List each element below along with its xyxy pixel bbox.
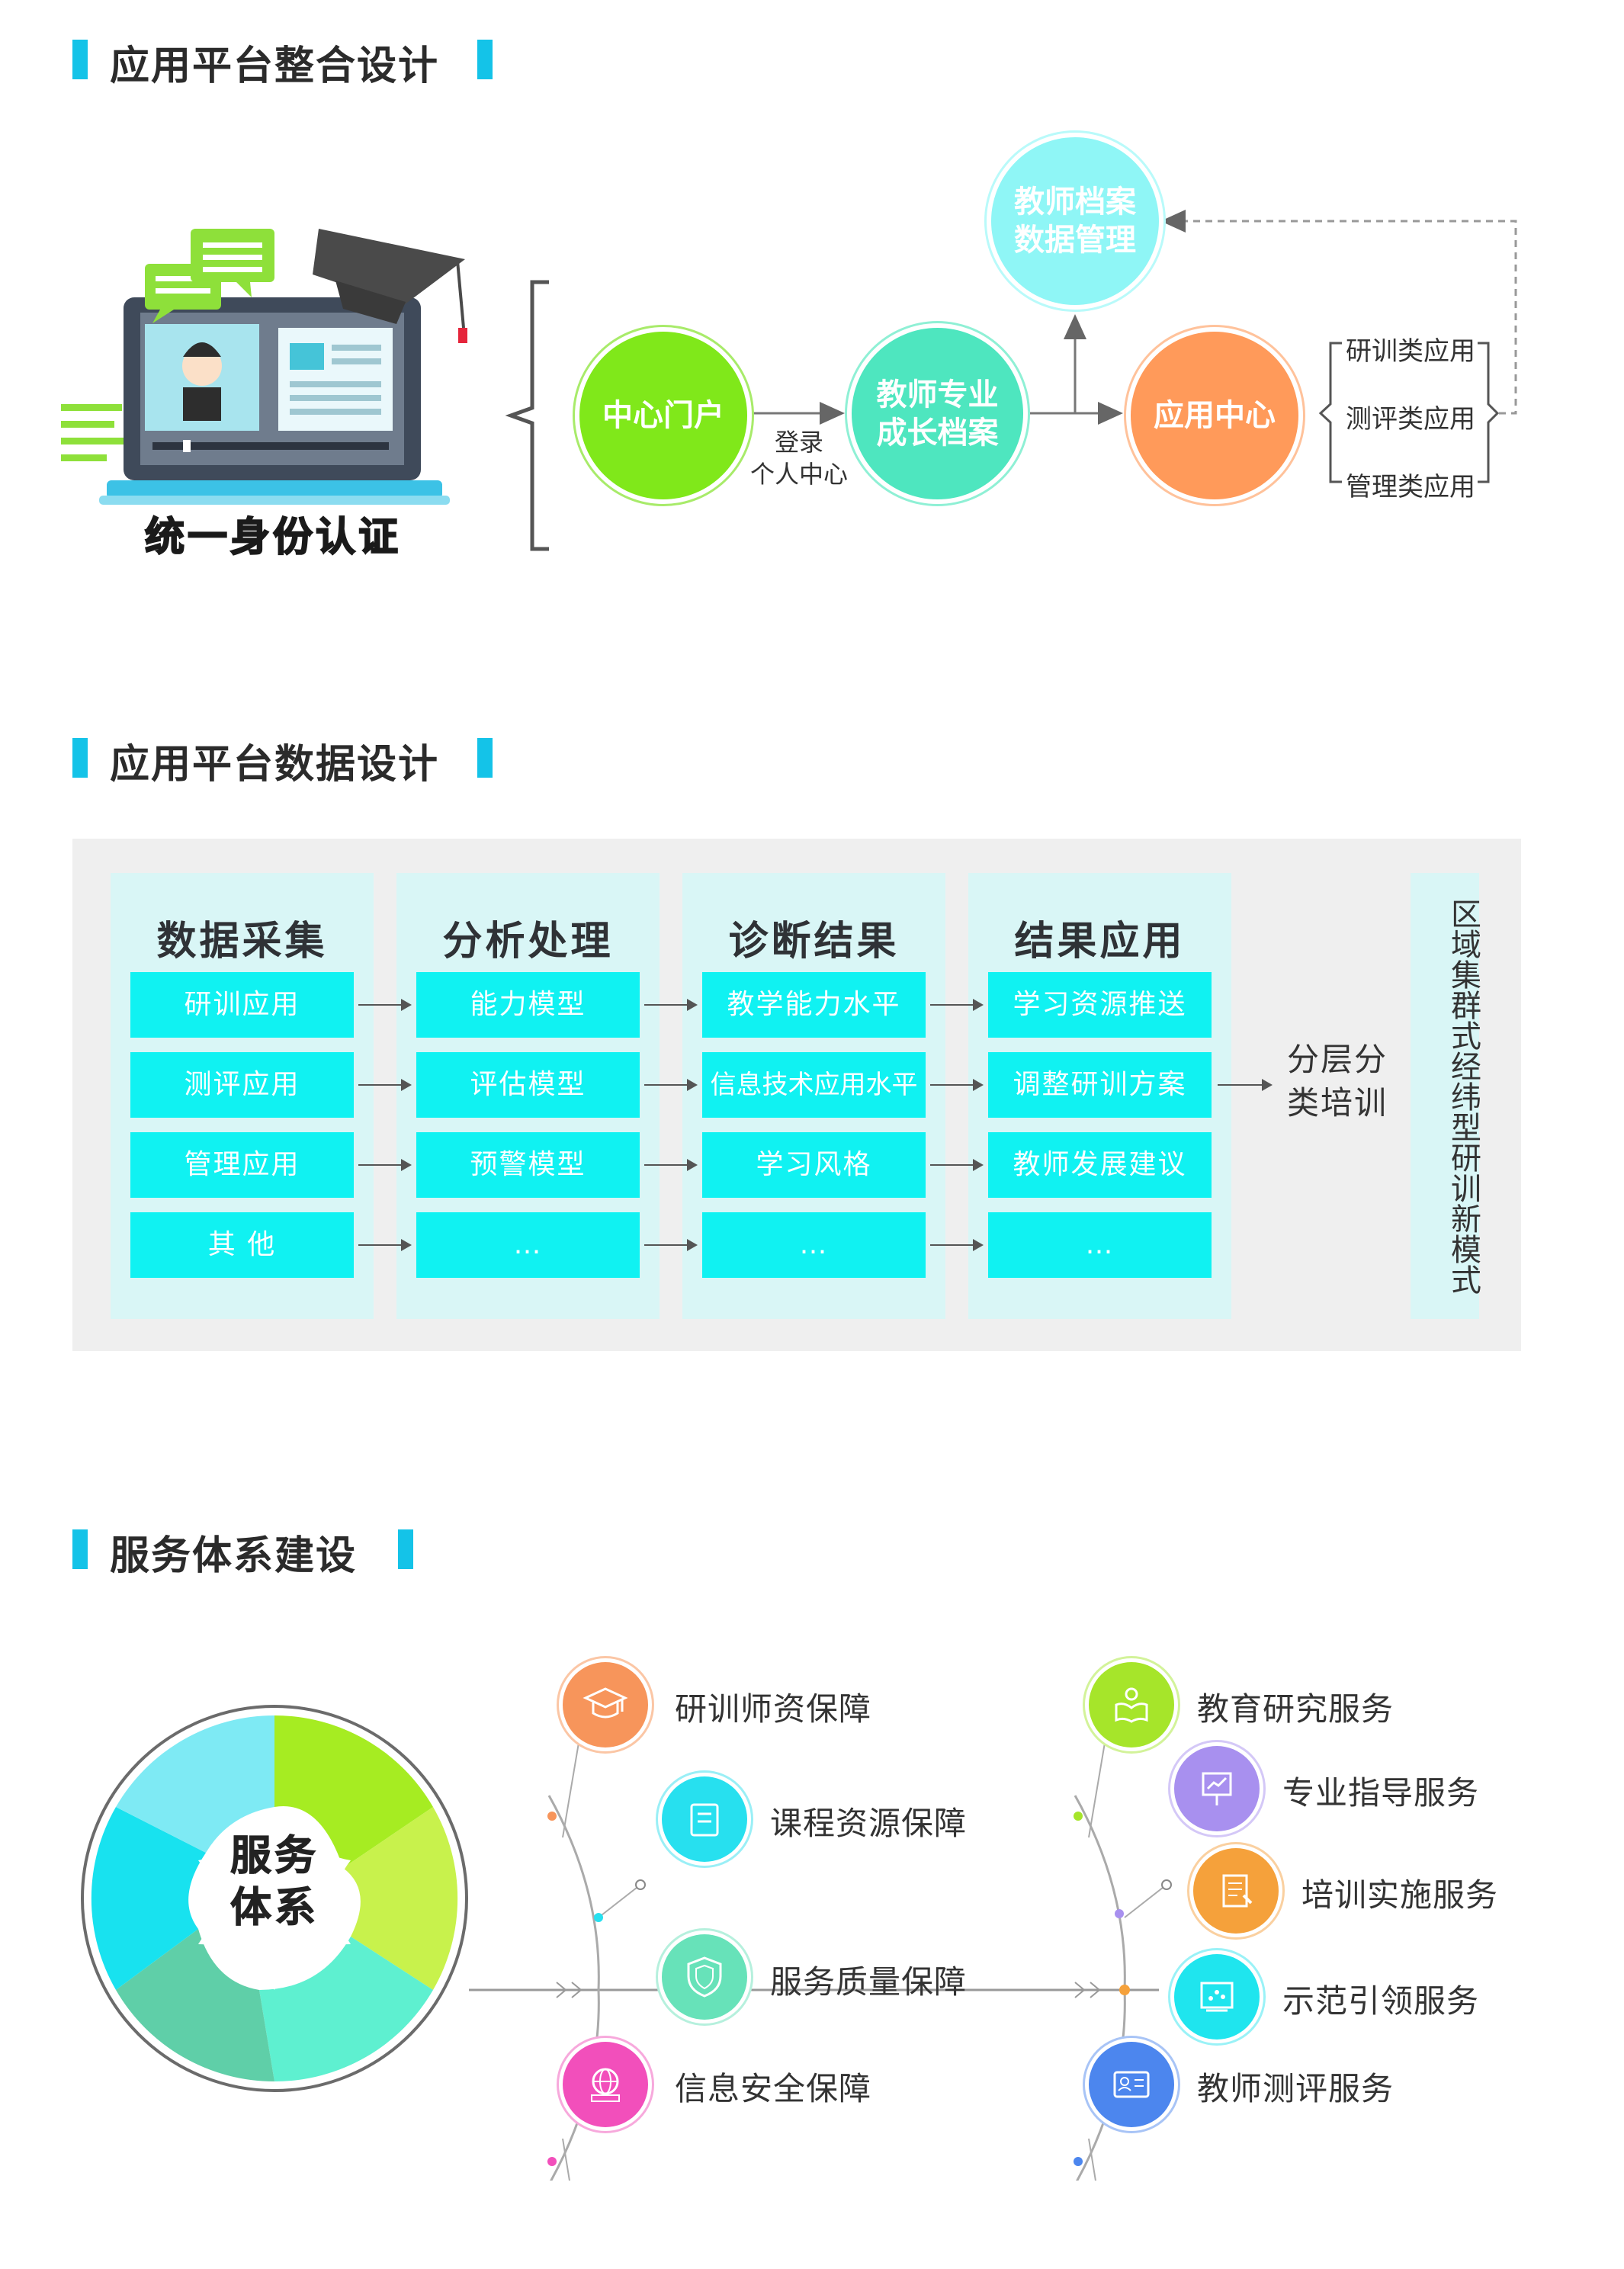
section-title-integration: 应用平台整合设计 bbox=[110, 43, 440, 89]
app-type-assessment: 测评类应用 bbox=[1346, 404, 1475, 435]
cell-item: 信息技术应用水平 bbox=[702, 1052, 926, 1118]
shield-icon bbox=[662, 1934, 747, 2020]
portal-node: 中心门户 bbox=[579, 332, 747, 499]
flow-arrow bbox=[358, 999, 412, 1011]
service-label: 课程资源保障 bbox=[770, 1805, 968, 1842]
title-accent-right bbox=[477, 40, 493, 79]
login-label: 登录 个人中心 bbox=[749, 428, 848, 489]
service-label: 培训实施服务 bbox=[1301, 1876, 1499, 1914]
flow-arrow bbox=[358, 1159, 412, 1171]
flow-arrow bbox=[930, 999, 984, 1011]
cell-item: 学习风格 bbox=[702, 1132, 926, 1198]
flow-arrow bbox=[358, 1239, 412, 1251]
service-label: 教育研究服务 bbox=[1197, 1690, 1395, 1728]
flow-arrow bbox=[644, 1079, 698, 1091]
cell-item: 其 他 bbox=[130, 1212, 354, 1278]
file-management-node: 教师档案 数据管理 bbox=[991, 137, 1159, 305]
title-accent-right bbox=[477, 738, 493, 778]
cell-item: 教师发展建议 bbox=[988, 1132, 1212, 1198]
cell-item: 评估模型 bbox=[416, 1052, 640, 1118]
service-label: 教师测评服务 bbox=[1197, 2070, 1395, 2107]
cell-item: 能力模型 bbox=[416, 972, 640, 1038]
service-label: 研训师资保障 bbox=[675, 1690, 872, 1728]
cell-item: … bbox=[416, 1212, 640, 1278]
cell-item: … bbox=[988, 1212, 1212, 1278]
flow-arrow bbox=[644, 1159, 698, 1171]
integration-connectors bbox=[751, 210, 1517, 483]
unified-auth-label: 统一身份认证 bbox=[144, 514, 402, 561]
flow-arrow bbox=[930, 1079, 984, 1091]
service-system-label: 服务 体系 bbox=[230, 1831, 319, 1932]
reading-icon bbox=[1089, 1662, 1174, 1747]
title-accent-left bbox=[72, 40, 88, 79]
cell-item: 研训应用 bbox=[130, 972, 354, 1038]
cell-item: … bbox=[702, 1212, 926, 1278]
app-type-management: 管理类应用 bbox=[1346, 472, 1475, 502]
flow-arrow bbox=[930, 1239, 984, 1251]
service-label: 信息安全保障 bbox=[675, 2070, 872, 2107]
cell-item: 学习资源推送 bbox=[988, 972, 1212, 1038]
flow-arrow bbox=[358, 1079, 412, 1091]
flow-arrow bbox=[1218, 1079, 1273, 1091]
graduation-cap-icon bbox=[563, 1662, 648, 1747]
cell-item: 管理应用 bbox=[130, 1132, 354, 1198]
left-brace bbox=[505, 280, 549, 551]
app-center-node: 应用中心 bbox=[1131, 332, 1298, 499]
cell-item: 预警模型 bbox=[416, 1132, 640, 1198]
flow-arrow bbox=[930, 1159, 984, 1171]
cell-item: 教学能力水平 bbox=[702, 972, 926, 1038]
chart-board-icon bbox=[1174, 1954, 1260, 2040]
book-icon bbox=[662, 1776, 747, 1862]
service-label: 服务质量保障 bbox=[770, 1963, 968, 2001]
flow-arrow bbox=[644, 999, 698, 1011]
column-head: 数据采集 bbox=[156, 919, 328, 964]
column-head: 结果应用 bbox=[1014, 919, 1186, 964]
service-label: 示范引领服务 bbox=[1282, 1982, 1480, 2020]
model-vertical-label: 区域集群式经纬型研训新模式 bbox=[1446, 897, 1481, 1295]
service-label: 专业指导服务 bbox=[1282, 1774, 1480, 1812]
id-card-icon bbox=[1089, 2042, 1174, 2127]
tiered-training-label: 分层分 类培训 bbox=[1287, 1041, 1388, 1122]
model-vertical-box bbox=[1411, 873, 1479, 1319]
globe-icon bbox=[563, 2042, 648, 2127]
column-head: 分析处理 bbox=[442, 919, 614, 964]
section-title-service: 服务体系建设 bbox=[110, 1533, 358, 1579]
laptop-illustration bbox=[61, 229, 467, 505]
flow-arrow bbox=[644, 1239, 698, 1251]
column-head: 诊断结果 bbox=[728, 919, 900, 964]
cell-item: 调整研训方案 bbox=[988, 1052, 1212, 1118]
title-accent-right bbox=[398, 1529, 413, 1569]
growth-file-node: 教师专业 成长档案 bbox=[852, 328, 1023, 499]
app-type-research: 研训类应用 bbox=[1346, 336, 1475, 367]
title-accent-left bbox=[72, 1529, 88, 1569]
section-title-data: 应用平台数据设计 bbox=[110, 742, 440, 788]
cell-item: 测评应用 bbox=[130, 1052, 354, 1118]
presentation-icon bbox=[1174, 1746, 1260, 1831]
document-icon bbox=[1193, 1848, 1279, 1934]
title-accent-left bbox=[72, 738, 88, 778]
service-ring-graphic bbox=[81, 1705, 468, 2092]
